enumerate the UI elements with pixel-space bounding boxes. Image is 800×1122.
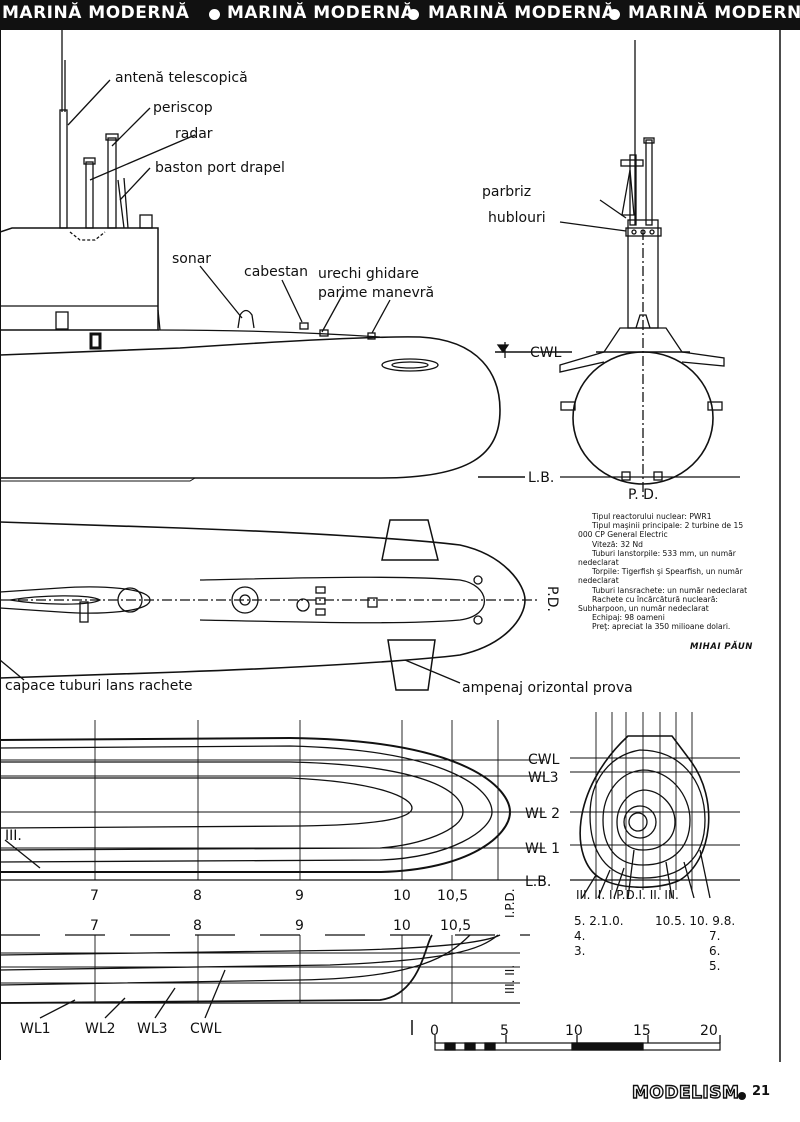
header-banner: MARINĂ MODERNĂ MARINĂ MODERNĂ MARINĂ MOD… (0, 0, 800, 30)
label-bwl2: WL2 (85, 1021, 116, 1037)
label-stations-br3: 6. (709, 944, 720, 958)
author-name: MIHAI PĂUN (690, 642, 753, 652)
label-parime: parime manevră (318, 285, 434, 301)
label-bwl3: WL3 (137, 1021, 168, 1037)
spec-line: Tuburi lanstorpile: 533 mm, un număr ned… (578, 548, 736, 568)
station-10-5: 10,5 (437, 888, 468, 904)
label-wl2: WL 2 (525, 806, 560, 822)
footer-bullet (738, 1092, 746, 1100)
label-ampenaj: ampenaj orizontal prova (462, 680, 633, 696)
label-ipd: I.P.D. (503, 888, 517, 918)
label-wl-cwl: CWL (528, 752, 560, 768)
banner-text: MARINĂ MODERNĂ (2, 3, 190, 23)
banner-text: MARINĂ MODERNĂ (628, 3, 800, 23)
label-wl3: WL3 (528, 770, 559, 786)
label-antena: antenă telescopică (115, 70, 248, 86)
buttock-station-10: 10 (393, 918, 411, 934)
buttock-station-9: 9 (295, 918, 304, 934)
label-hublouri: hublouri (488, 210, 546, 226)
banner-bullet (209, 9, 220, 20)
banner-bullet (609, 9, 620, 20)
label-lb: L.B. (528, 470, 554, 486)
label-baston: baston port drapel (155, 160, 285, 176)
label-cwl: CWL (530, 345, 562, 361)
specifications-text: Tipul reactorului nuclear: PWR1 Tipul ma… (578, 512, 756, 632)
waterlines-plan (0, 720, 545, 881)
label-sonar: sonar (172, 251, 211, 267)
label-stations-bl3: 3. (574, 944, 585, 958)
label-capace: capace tuburi lans rachete (5, 678, 192, 694)
spec-line: Tipul maşinii principale: 2 turbine de 1… (578, 521, 744, 540)
label-bwl1: WL1 (20, 1021, 51, 1037)
scale-0: 0 (430, 1023, 439, 1039)
magazine-logo: MODELISM (631, 1082, 740, 1103)
buttock-station-10-5: 10,5 (440, 918, 471, 934)
label-plan-pd: P.D. (544, 586, 560, 612)
label-wl-lb: L.B. (525, 874, 551, 890)
banner-text: MARINĂ MODERNĂ (428, 3, 616, 23)
label-iii-ii: III. II. (503, 965, 517, 994)
station-10: 10 (393, 888, 411, 904)
scale-10: 10 (565, 1023, 583, 1039)
station-9: 9 (295, 888, 304, 904)
scale-15: 15 (633, 1023, 651, 1039)
label-iii-left: III. (5, 828, 22, 844)
page-number: 21 (752, 1084, 771, 1099)
buttock-lines (0, 934, 530, 1035)
spec-line: Tuburi lansrachete: un număr nedeclarat (592, 585, 748, 595)
side-profile-view (0, 30, 740, 482)
label-stations-top: III. II. I.P.D.I. II. III. (576, 888, 679, 902)
spec-line: Echipaj: 98 oameni (592, 613, 665, 623)
scale-5: 5 (500, 1023, 509, 1039)
label-radar: radar (175, 126, 213, 142)
spec-line: Torpile: Tigerfish şi Spearfish, un numă… (578, 567, 743, 586)
buttock-station-8: 8 (193, 918, 202, 934)
body-plan-sections (570, 712, 740, 899)
label-stations-br4: 5. (709, 959, 720, 973)
label-parbriz: parbriz (482, 184, 531, 200)
label-stations-bl2: 4. (574, 929, 585, 943)
label-stations-br1: 10.5. 10. 9.8. (655, 914, 735, 928)
plan-view (0, 519, 540, 691)
label-wl1: WL 1 (525, 841, 560, 857)
label-front-pd: P. D. (628, 487, 658, 503)
drawing-labels: antenă telescopică periscop radar baston… (5, 70, 735, 1039)
spec-line: Preţ: apreciat la 350 milioane dolari. (592, 622, 731, 632)
label-cabestan: cabestan (244, 264, 308, 280)
label-stations-br2: 7. (709, 929, 720, 943)
spec-line: Rachete cu încărcătură nucleară: Subharp… (578, 594, 718, 614)
label-stations-bl1: 5. 2.1.0. (574, 914, 624, 928)
spec-line: Viteză: 32 Nd (592, 539, 643, 549)
label-bcwl: CWL (190, 1021, 222, 1037)
banner-bullet (408, 9, 419, 20)
front-view (559, 40, 725, 500)
label-urechi: urechi ghidare (318, 266, 419, 282)
label-periscop: periscop (153, 100, 213, 116)
spec-line: Tipul reactorului nuclear: PWR1 (592, 512, 712, 521)
scale-20: 20 (700, 1023, 718, 1039)
buttock-station-7: 7 (90, 918, 99, 934)
station-7: 7 (90, 888, 99, 904)
scale-bar (434, 1035, 721, 1051)
banner-text: MARINĂ MODERNĂ (227, 3, 415, 23)
station-8: 8 (193, 888, 202, 904)
